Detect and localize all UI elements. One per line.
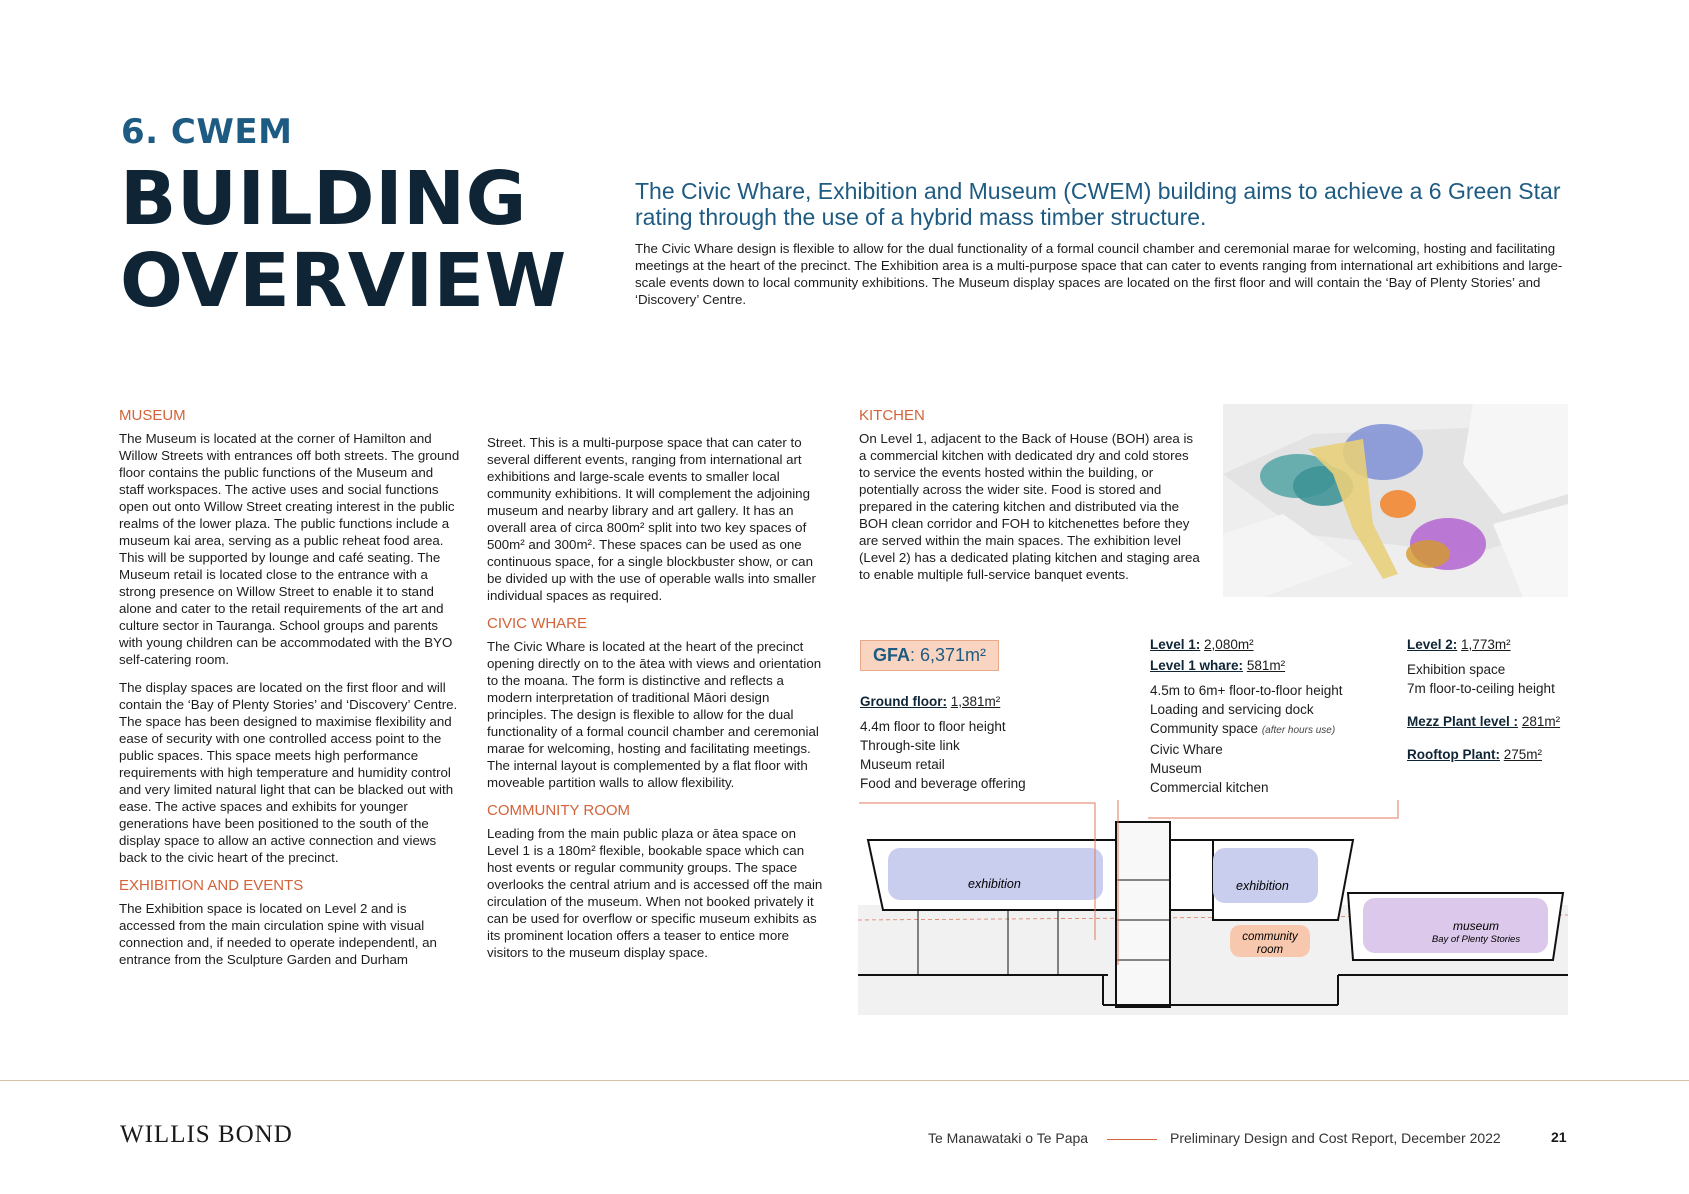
- exhibition-heading: EXHIBITION AND EVENTS: [119, 877, 304, 894]
- footer-divider: [0, 1080, 1689, 1081]
- ground-item: 4.4m floor to floor height: [860, 719, 1006, 734]
- column-1: MUSEUM The Museum is located at the corn…: [119, 407, 461, 979]
- exhibition-left-label: exhibition: [968, 877, 1021, 891]
- page-title-line1: BUILDING: [120, 156, 527, 242]
- level-1-item: Civic Whare: [1150, 742, 1223, 757]
- mezz-plant-label: Mezz Plant level :: [1407, 714, 1519, 729]
- level-2-item: 7m floor-to-ceiling height: [1407, 681, 1555, 696]
- ground-floor-value: 1,381m²: [950, 694, 1001, 709]
- gfa-value: : 6,371m²: [910, 645, 987, 665]
- page-title-line2: OVERVIEW: [120, 238, 567, 324]
- museum-paragraph-1: The Museum is located at the corner of H…: [119, 431, 460, 667]
- gfa-badge: GFA: 6,371m²: [860, 640, 1000, 671]
- community-room-label-1: community: [1242, 931, 1299, 943]
- willis-bond-logo: WILLIS BOND: [120, 1121, 293, 1148]
- level-1-info: Level 1: 2,080m² Level 1 whare: 581m² 4.…: [1150, 635, 1342, 797]
- level-1-whare-label: Level 1 whare:: [1150, 658, 1244, 673]
- footer-report-title: Preliminary Design and Cost Report,: [1170, 1130, 1398, 1146]
- community-room-heading: COMMUNITY ROOM: [487, 802, 631, 819]
- museum-heading: MUSEUM: [119, 407, 186, 424]
- rooftop-plant-value: 275m²: [1503, 747, 1543, 762]
- level-2-value: 1,773m²: [1461, 637, 1511, 652]
- level-1-item: Museum: [1150, 761, 1202, 776]
- level-1-label: Level 1:: [1150, 637, 1201, 652]
- rooftop-plant-label: Rooftop Plant:: [1407, 747, 1500, 762]
- ground-floor-label: Ground floor:: [860, 694, 947, 709]
- page-number: 21: [1551, 1129, 1567, 1145]
- massing-render-image: [1223, 404, 1568, 597]
- column-2: Street. This is a multi-purpose space th…: [487, 434, 829, 972]
- level-2-info: Level 2: 1,773m² Exhibition space 7m flo…: [1407, 635, 1560, 764]
- footer-report: Preliminary Design and Cost Report, Dece…: [1170, 1130, 1501, 1146]
- column-3: KITCHEN On Level 1, adjacent to the Back…: [859, 407, 1203, 594]
- community-room-label-2: room: [1257, 944, 1284, 956]
- ground-item: Museum retail: [860, 757, 945, 772]
- exhibition-paragraph: The Exhibition space is located on Level…: [119, 901, 437, 967]
- museum-label-2: Bay of Plenty Stories: [1432, 934, 1520, 945]
- community-room-paragraph: Leading from the main public plaza or āt…: [487, 826, 823, 960]
- mezz-plant-value: 281m²: [1521, 714, 1561, 729]
- footer-separator-line: [1107, 1139, 1157, 1140]
- footer-date: December 2022: [1401, 1130, 1501, 1146]
- community-room-zone: [1230, 925, 1310, 957]
- civic-whare-heading: CIVIC WHARE: [487, 615, 588, 632]
- exhibition-left-zone: [888, 848, 1103, 900]
- level-2-label: Level 2:: [1407, 637, 1458, 652]
- museum-zone: [1363, 898, 1548, 953]
- level-1-whare-value: 581m²: [1246, 658, 1286, 673]
- ground-item: Through-site link: [860, 738, 960, 753]
- ground-item: Food and beverage offering: [860, 776, 1026, 791]
- footer-project: Te Manawataki o Te Papa: [928, 1130, 1089, 1146]
- kitchen-paragraph: On Level 1, adjacent to the Back of Hous…: [859, 431, 1200, 582]
- exhibition-right-zone: [1213, 848, 1318, 903]
- level-1-item: Loading and servicing dock: [1150, 702, 1314, 717]
- exhibition-right-label: exhibition: [1236, 879, 1289, 893]
- museum-label-1: museum: [1453, 919, 1499, 933]
- level-1-community-note: (after hours use): [1261, 725, 1336, 736]
- ground-floor-info: Ground floor: 1,381m² 4.4m floor to floo…: [860, 692, 1026, 793]
- gfa-label: GFA: [873, 645, 911, 665]
- civic-whare-paragraph: The Civic Whare is located at the heart …: [487, 639, 822, 790]
- intro-paragraph: The Civic Whare design is flexible to al…: [635, 241, 1563, 307]
- level-1-community: Community space: [1150, 721, 1259, 736]
- building-section-diagram: exhibition exhibition community room mus…: [858, 800, 1568, 1015]
- kitchen-heading: KITCHEN: [859, 407, 925, 424]
- section-number: 6. CWEM: [121, 112, 293, 152]
- level-1-item: Commercial kitchen: [1150, 780, 1269, 795]
- level-2-item: Exhibition space: [1407, 662, 1506, 677]
- museum-paragraph-2: The display spaces are located on the fi…: [119, 680, 458, 865]
- page-title: BUILDING OVERVIEW: [120, 158, 567, 322]
- level-1-item: 4.5m to 6m+ floor-to-floor height: [1150, 683, 1343, 698]
- level-1-value: 2,080m²: [1204, 637, 1254, 652]
- lead-paragraph: The Civic Whare, Exhibition and Museum (…: [635, 178, 1561, 230]
- exhibition-paragraph-cont: Street. This is a multi-purpose space th…: [487, 435, 816, 603]
